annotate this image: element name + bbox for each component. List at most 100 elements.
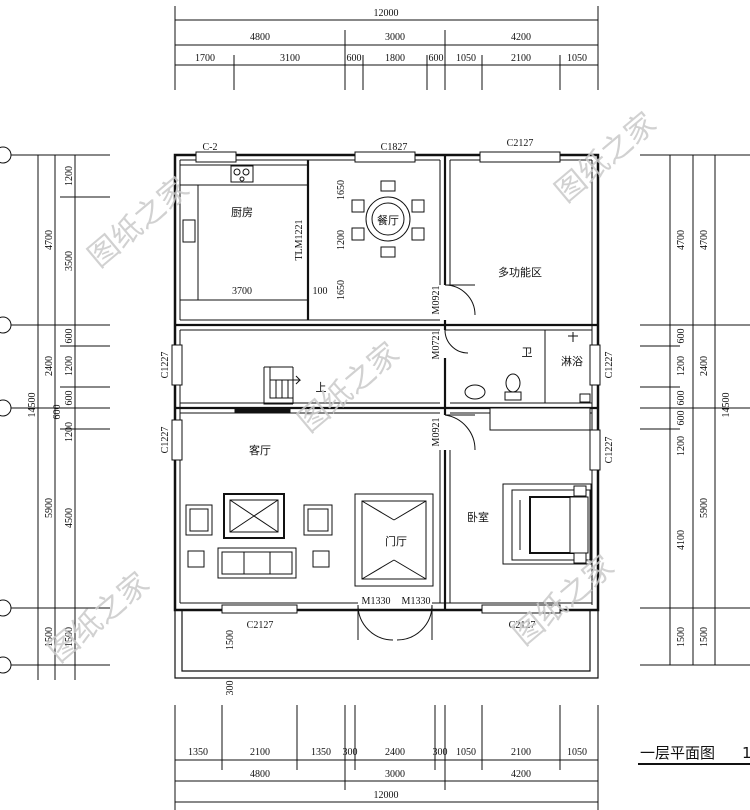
code-c2127-br: C2127	[509, 620, 536, 631]
code-m1330-b: M1330	[402, 596, 431, 607]
left-detail-dim: 3500	[64, 251, 75, 271]
code-c1827: C1827	[381, 142, 408, 153]
living-furniture	[185, 493, 333, 579]
bottom-mid-dim: 4200	[511, 769, 531, 780]
top-detail-dim: 1700	[195, 53, 215, 64]
foyer-rug	[354, 493, 434, 587]
code-c1227-a: C1227	[160, 352, 171, 379]
code-c2127-top: C2127	[507, 138, 534, 149]
dining-table	[351, 180, 425, 258]
bottom-mid-dim: 4800	[250, 769, 270, 780]
dining-dim: 1650	[336, 280, 347, 300]
code-c1227-c: C1227	[604, 352, 615, 379]
top-detail-dim: 1800	[385, 53, 405, 64]
right-mid-dim: 1500	[699, 627, 710, 647]
bottom-detail-dim: 2400	[385, 747, 405, 758]
top-detail-dim: 600	[429, 53, 444, 64]
watermark-text: 图纸之家	[549, 106, 663, 210]
stair	[234, 366, 302, 414]
watermark-text: 图纸之家	[82, 171, 196, 275]
room-label-multi: 多功能区	[498, 265, 542, 279]
room-label-kitchen: 厨房	[231, 206, 253, 219]
code-m0921-b: M0921	[431, 418, 442, 447]
bottom-detail-dim: 300	[343, 747, 358, 758]
left-detail-dim: 1500	[64, 627, 75, 647]
right-detail-dim: 4700	[676, 230, 687, 250]
room-label-foyer: 门厅	[385, 534, 407, 548]
right-detail-dim: 600	[676, 411, 687, 426]
left-detail-dim: 600	[64, 391, 75, 406]
top-total-dim: 12000	[374, 8, 399, 19]
left-detail-dim: 1200	[64, 356, 75, 376]
left-detail-dim: 600	[52, 405, 63, 420]
windows	[171, 151, 601, 614]
top-detail-dim: 1050	[456, 53, 476, 64]
code-c1227-d: C1227	[604, 437, 615, 464]
bottom-detail-dim: 1050	[567, 747, 587, 758]
dining-dim: 1650	[336, 180, 347, 200]
bottom-detail-dim: 2100	[250, 747, 270, 758]
bottom-total-dim: 12000	[374, 790, 399, 801]
left-mid-dim: 1500	[44, 627, 55, 647]
kitchen-width-dim: 3700	[232, 286, 252, 297]
plan-title: 一层平面图	[640, 744, 715, 762]
bottom-detail-dim: 300	[433, 747, 448, 758]
top-mid-dim: 4800	[250, 32, 270, 43]
left-mid-dim: 4700	[44, 230, 55, 250]
step-dim: 300	[225, 681, 236, 696]
right-mid-dim: 2400	[699, 356, 710, 376]
top-detail-dim: 2100	[511, 53, 531, 64]
code-c1227-b: C1227	[160, 427, 171, 454]
left-mid-dim: 2400	[44, 356, 55, 376]
left-total-dim: 14500	[27, 393, 38, 418]
plan-scale: 1	[742, 744, 750, 762]
right-detail-dim: 1200	[676, 436, 687, 456]
right-detail-dim: 1500	[676, 627, 687, 647]
room-label-dining: 餐厅	[377, 213, 399, 227]
bottom-detail-dim: 1050	[456, 747, 476, 758]
right-dimension-lines	[640, 154, 750, 666]
room-label-bath: 卫	[522, 346, 533, 359]
room-label-living: 客厅	[249, 443, 271, 457]
code-m0921-a: M0921	[431, 286, 442, 315]
code-c2: C-2	[203, 142, 218, 153]
bed	[502, 483, 592, 565]
stair-up-label: 上	[316, 381, 327, 394]
dining-dim: 1200	[336, 230, 347, 250]
right-detail-dim: 4100	[676, 530, 687, 550]
porch-depth-dim: 1500	[225, 630, 236, 650]
top-mid-dim: 3000	[385, 32, 405, 43]
bathroom-fixtures	[464, 332, 591, 431]
top-detail-dim: 1050	[567, 53, 587, 64]
left-detail-dim: 4500	[64, 508, 75, 528]
left-dimension-lines	[0, 154, 110, 680]
right-total-dim: 14500	[721, 393, 732, 418]
left-detail-dim: 600	[64, 329, 75, 344]
top-detail-dim: 600	[347, 53, 362, 64]
bottom-mid-dim: 3000	[385, 769, 405, 780]
code-tlm1221: TLM1221	[294, 219, 305, 260]
right-detail-dim: 1200	[676, 356, 687, 376]
top-dimension-lines	[174, 6, 599, 90]
top-mid-dim: 4200	[511, 32, 531, 43]
porch-outline	[174, 610, 599, 679]
code-m1330-a: M1330	[362, 596, 391, 607]
room-label-shower: 淋浴	[561, 355, 583, 368]
code-c2127-bl: C2127	[247, 620, 274, 631]
left-axis-markers	[0, 146, 12, 674]
bottom-detail-dim: 1350	[311, 747, 331, 758]
watermark-text: 图纸之家	[42, 566, 156, 670]
code-m0721: M0721	[431, 331, 442, 360]
watermarks: 图纸之家 图纸之家 图纸之家 图纸之家 图纸之家	[42, 106, 663, 670]
watermark-text: 图纸之家	[292, 336, 406, 440]
room-label-bedroom: 卧室	[467, 510, 489, 524]
left-detail-dim: 1200	[64, 422, 75, 442]
bottom-detail-dim: 1350	[188, 747, 208, 758]
right-detail-dim: 600	[676, 329, 687, 344]
bottom-detail-dim: 2100	[511, 747, 531, 758]
right-mid-dim: 5900	[699, 498, 710, 518]
bottom-dimension-lines	[174, 705, 599, 810]
top-detail-dim: 3100	[280, 53, 300, 64]
doors	[357, 284, 476, 641]
